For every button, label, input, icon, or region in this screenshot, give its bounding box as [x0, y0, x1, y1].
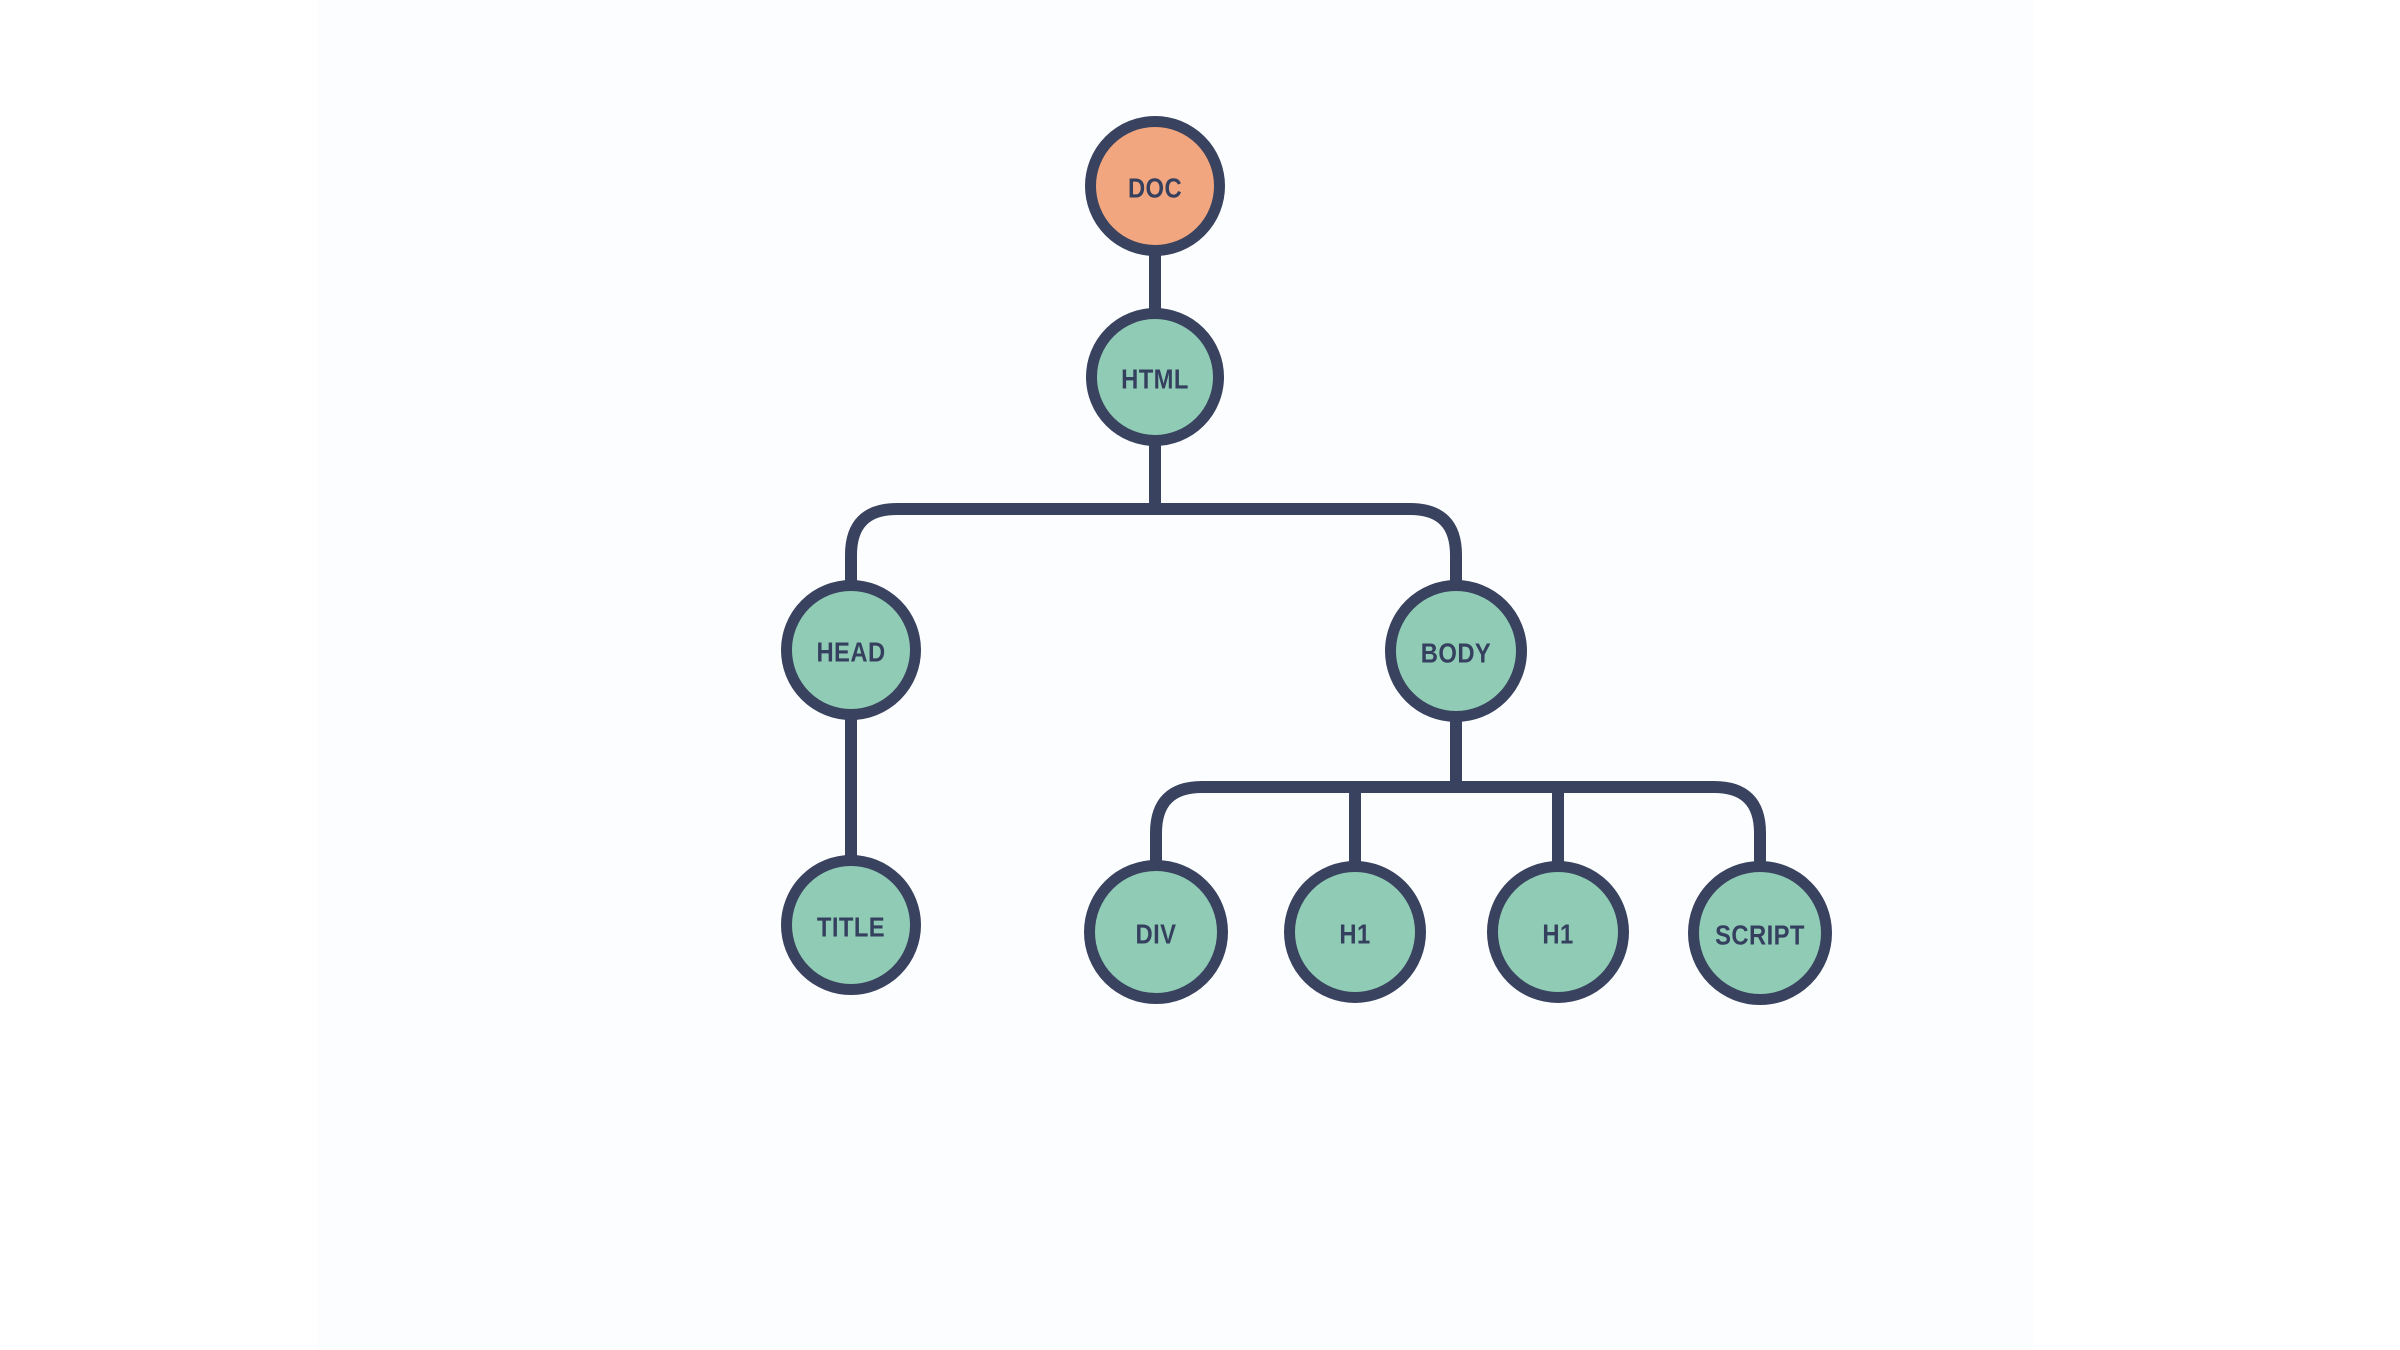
node-label-script: SCRIPT [1715, 919, 1805, 951]
node-body: BODY [1385, 580, 1527, 722]
node-circle-html [1086, 308, 1224, 446]
node-label-body: BODY [1421, 637, 1491, 669]
node-script: SCRIPT [1688, 861, 1832, 1005]
node-div: DIV [1084, 860, 1228, 1004]
node-h1a: H1 [1284, 861, 1426, 1003]
node-circle-h1b [1487, 861, 1629, 1003]
node-html: HTML [1086, 308, 1224, 446]
node-title: TITLE [781, 855, 921, 995]
node-head: HEAD [781, 580, 921, 720]
node-label-head: HEAD [816, 636, 885, 668]
connector-body-div-h1a-h1b-script-bus [1150, 781, 1766, 933]
node-label-doc: DOC [1128, 172, 1182, 204]
node-circle-div [1084, 860, 1228, 1004]
node-circle-head [781, 580, 921, 720]
node-label-title: TITLE [817, 911, 885, 943]
connector-html-head-body-bus [845, 503, 1462, 651]
node-label-html: HTML [1121, 363, 1189, 395]
node-circle-title [781, 855, 921, 995]
node-doc: DOC [1085, 116, 1225, 256]
node-circle-h1a [1284, 861, 1426, 1003]
node-label-h1a: H1 [1339, 918, 1370, 950]
node-label-div: DIV [1136, 918, 1177, 950]
node-circle-body [1385, 580, 1527, 722]
node-circle-script [1688, 861, 1832, 1005]
node-circle-doc [1085, 116, 1225, 256]
node-label-h1b: H1 [1542, 918, 1573, 950]
node-h1b: H1 [1487, 861, 1629, 1003]
